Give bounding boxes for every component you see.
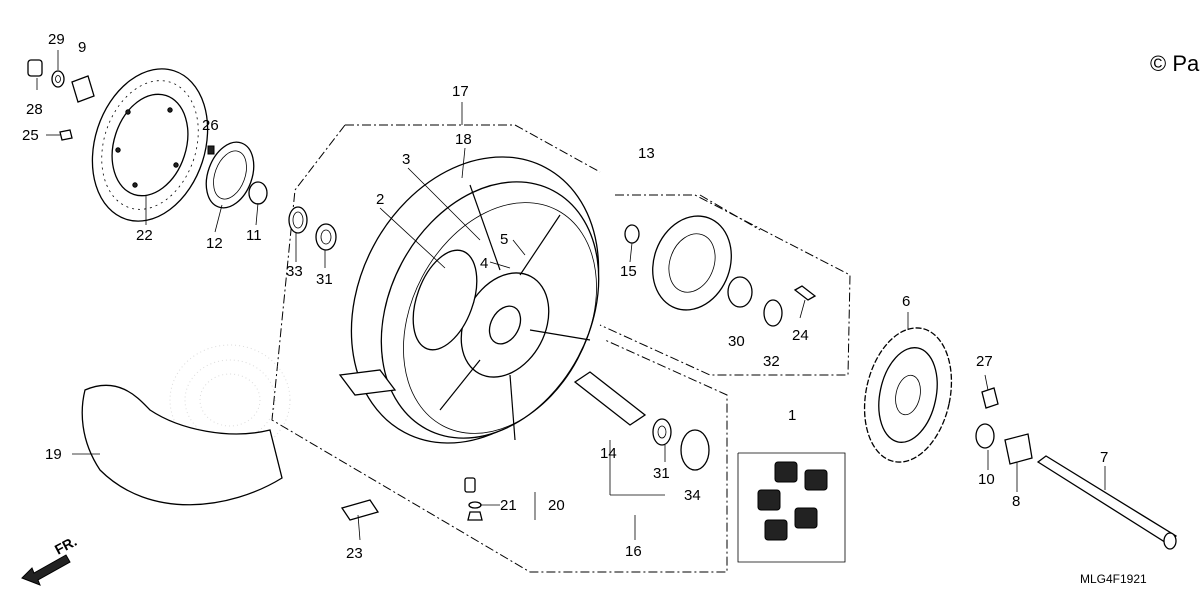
rear-wheel bbox=[338, 156, 600, 444]
callout-25: 25 bbox=[22, 127, 39, 144]
callout-31-right: 31 bbox=[653, 465, 670, 482]
callout-9: 9 bbox=[78, 39, 86, 56]
valve-stem bbox=[464, 477, 483, 521]
pulser-ring bbox=[205, 141, 268, 209]
callout-31-left: 31 bbox=[316, 271, 333, 288]
leader-lines bbox=[36, 50, 1106, 541]
front-direction-arrow: FR. bbox=[21, 533, 79, 586]
callout-1: 1 bbox=[788, 407, 796, 424]
callout-10: 10 bbox=[978, 471, 995, 488]
wheel-dampers bbox=[757, 461, 828, 541]
callout-19: 19 bbox=[45, 446, 62, 463]
callout-26: 26 bbox=[202, 117, 219, 134]
driven-flange bbox=[624, 215, 817, 327]
callout-28: 28 bbox=[26, 101, 43, 118]
callout-30: 30 bbox=[728, 333, 745, 350]
callout-4: 4 bbox=[480, 255, 488, 272]
callout-5: 5 bbox=[500, 231, 508, 248]
drive-sprocket bbox=[863, 327, 953, 463]
callout-14: 14 bbox=[600, 445, 617, 462]
callout-23: 23 bbox=[346, 545, 363, 562]
brake-disc bbox=[91, 68, 209, 222]
callout-17: 17 bbox=[452, 83, 469, 100]
tire-shadow-dots bbox=[169, 344, 291, 456]
callout-24: 24 bbox=[792, 327, 809, 344]
callout-33: 33 bbox=[286, 263, 303, 280]
diagram-code: MLG4F1921 bbox=[1080, 572, 1147, 586]
callout-8: 8 bbox=[1012, 493, 1020, 510]
axle-sleeve bbox=[573, 371, 710, 471]
callout-29: 29 bbox=[48, 31, 65, 48]
callout-18: 18 bbox=[455, 131, 472, 148]
rear-axle bbox=[1036, 455, 1178, 550]
left-bearing-seal bbox=[288, 206, 337, 251]
assembly-outlines bbox=[271, 124, 851, 573]
callout-labels: 1 2 3 4 5 6 7 8 9 10 11 12 13 14 15 16 1… bbox=[22, 31, 1108, 562]
callout-11: 11 bbox=[246, 227, 262, 244]
callout-22: 22 bbox=[136, 227, 153, 244]
callout-20: 20 bbox=[548, 497, 565, 514]
callout-2: 2 bbox=[376, 191, 384, 208]
callout-3: 3 bbox=[402, 151, 410, 168]
disc-fasteners bbox=[27, 59, 95, 141]
copyright-text: © Pa bbox=[1150, 51, 1200, 76]
balance-weight bbox=[340, 499, 380, 521]
callout-12: 12 bbox=[206, 235, 223, 252]
callout-32: 32 bbox=[763, 353, 780, 370]
tire-section bbox=[81, 384, 283, 506]
callout-16: 16 bbox=[625, 543, 642, 560]
callout-34: 34 bbox=[684, 487, 701, 504]
callout-6: 6 bbox=[902, 293, 910, 310]
callout-13: 13 bbox=[638, 145, 655, 162]
callout-15: 15 bbox=[620, 263, 637, 280]
callout-7: 7 bbox=[1100, 449, 1108, 466]
callout-27: 27 bbox=[976, 353, 993, 370]
axle-fasteners bbox=[975, 387, 1033, 465]
callout-21: 21 bbox=[500, 497, 517, 514]
front-marker: FR. bbox=[52, 533, 79, 558]
